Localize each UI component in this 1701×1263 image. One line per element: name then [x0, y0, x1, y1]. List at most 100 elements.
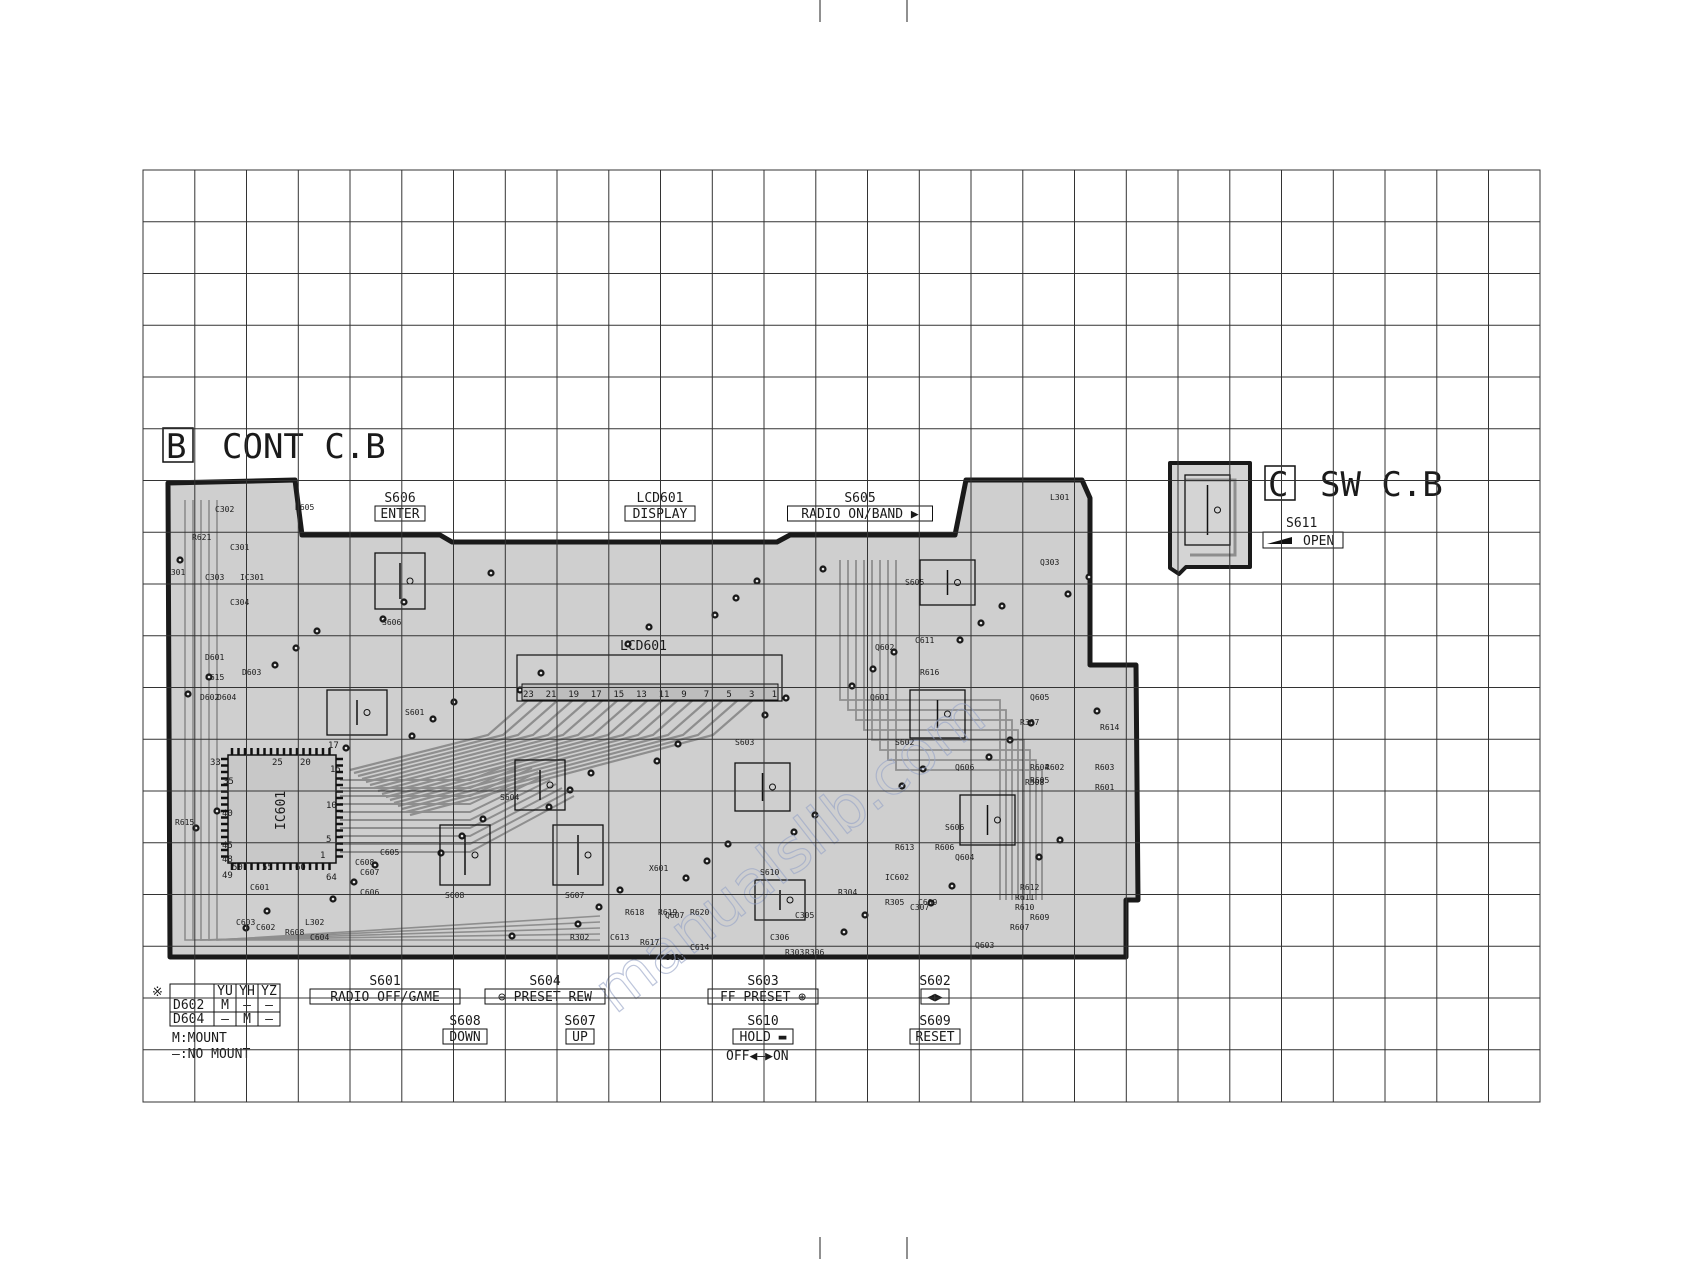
switch-name-box — [909, 1028, 961, 1045]
lcd-pin-number: 13 — [636, 690, 647, 700]
component-ref: R621 — [192, 533, 211, 542]
switch-footprint — [919, 559, 976, 606]
component-ref: C615 — [205, 673, 224, 682]
pad-hole — [726, 842, 730, 846]
trace — [409, 699, 754, 817]
ic601-package: 25201715105133354045484950556064IC601 — [210, 741, 343, 883]
switch-name-box — [732, 1028, 794, 1045]
pad-hole — [344, 746, 348, 750]
component-ref: C605 — [380, 848, 399, 857]
switch-name: ENTER — [380, 507, 419, 522]
pad-hole — [186, 692, 190, 696]
switch-footprint — [439, 824, 491, 886]
component-ref: R612 — [1020, 883, 1039, 892]
trace — [839, 560, 1001, 900]
pad-hole — [713, 613, 717, 617]
pad-hole — [294, 646, 298, 650]
lcd-pin-number: 19 — [568, 690, 579, 700]
ic601-pin-number: 25 — [272, 758, 283, 768]
mount-note: M:MOUNT — [172, 1031, 227, 1046]
pad-hole — [576, 922, 580, 926]
component-ref: D602 — [200, 693, 219, 702]
pad-hole — [178, 558, 182, 562]
hold-legend: OFF◀—▶ON — [726, 1049, 789, 1064]
crop-marks — [819, 0, 908, 1259]
component-ref: X601 — [649, 864, 668, 873]
component-ref: R602 — [1045, 763, 1064, 772]
mount-value: — — [221, 1012, 229, 1027]
pad-hole — [987, 755, 991, 759]
component-ref: IC301 — [240, 573, 264, 582]
component-ref: R616 — [920, 668, 939, 677]
trace — [340, 763, 527, 789]
component-ref: Q602 — [875, 643, 894, 652]
lcd-pin-number: 9 — [681, 690, 686, 700]
pad-hole — [871, 667, 875, 671]
component-ref: C607 — [360, 868, 379, 877]
mount-value: M — [243, 1012, 251, 1027]
trace — [340, 779, 551, 821]
switch-pin — [944, 710, 951, 718]
pad-hole — [431, 717, 435, 721]
component-ref: S606 — [382, 618, 401, 627]
switch-footprint — [909, 689, 966, 739]
ic601-pin-number: 64 — [326, 873, 337, 883]
component-ref: S610 — [760, 868, 779, 877]
lcd-pin-number: 11 — [659, 690, 670, 700]
pad-hole — [410, 734, 414, 738]
switch-name-box — [309, 988, 461, 1005]
pad-hole — [1087, 575, 1091, 579]
component-ref: C614 — [690, 943, 709, 952]
component-ref: R610 — [1015, 903, 1034, 912]
component-ref: C603 — [236, 918, 255, 927]
pad-hole — [921, 767, 925, 771]
pad-hole — [460, 834, 464, 838]
sw-board-label: S611 OPEN — [1262, 516, 1344, 549]
switch-pin — [954, 579, 961, 586]
component-ref: C610 — [665, 953, 684, 962]
lcd-pin-number: 3 — [749, 690, 754, 700]
mount-part: D602 — [173, 998, 204, 1013]
component-ref: C602 — [256, 923, 275, 932]
pad-hole — [547, 805, 551, 809]
component-ref: R606 — [935, 843, 954, 852]
pad-hole — [402, 600, 406, 604]
component-ref: C604 — [310, 933, 329, 942]
trace — [397, 699, 709, 808]
component-ref: R609 — [1030, 913, 1049, 922]
pad-hole — [481, 817, 485, 821]
trace — [340, 775, 545, 813]
trace — [405, 699, 739, 814]
component-ref: Q606 — [955, 763, 974, 772]
component-ref: C606 — [360, 888, 379, 897]
mount-value: — — [243, 998, 251, 1013]
component-ref: S607 — [565, 891, 584, 900]
trace — [192, 500, 601, 941]
component-ref: R615 — [175, 818, 194, 827]
component-ref: C609 — [918, 898, 937, 907]
component-ref: Q601 — [870, 693, 889, 702]
board-c-name: SW C.B — [1320, 465, 1443, 505]
component-ref: R302 — [570, 933, 589, 942]
switch-name: DOWN — [449, 1030, 480, 1045]
trace — [353, 699, 544, 775]
mount-value: M — [221, 998, 229, 1013]
trace — [895, 560, 1043, 900]
ic601-pin-number: 5 — [326, 835, 331, 845]
lcd-pin-number: 5 — [726, 690, 731, 700]
board-b-name: CONT C.B — [222, 427, 386, 467]
pad-hole — [381, 617, 385, 621]
ic601-pin-number: 1 — [320, 851, 325, 861]
component-ref: L302 — [305, 918, 324, 927]
component-ref: C611 — [915, 636, 934, 645]
trace — [216, 500, 601, 941]
mount-mark: ※ — [152, 985, 163, 1000]
trace — [385, 699, 664, 799]
component-ref: R619 — [658, 908, 677, 917]
